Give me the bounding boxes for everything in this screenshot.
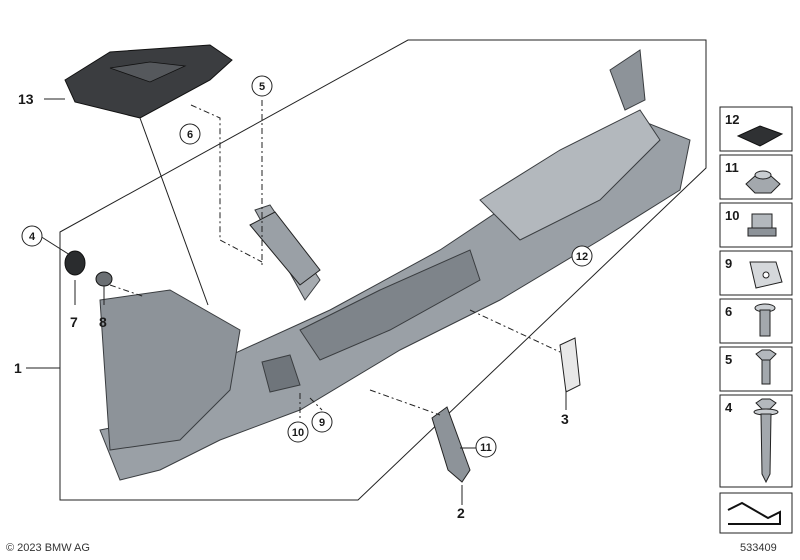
expansion-nut xyxy=(95,271,113,287)
pad-icon xyxy=(736,125,784,147)
legend-item-12: 12 xyxy=(719,106,793,152)
callout-1: 1 xyxy=(14,360,22,376)
svg-text:5: 5 xyxy=(725,352,732,367)
leader-lines xyxy=(26,98,567,505)
svg-text:12: 12 xyxy=(576,251,588,263)
svg-text:11: 11 xyxy=(725,160,739,175)
callout-3: 3 xyxy=(561,411,569,427)
parts-legend: 12 11 10 9 xyxy=(719,106,793,534)
svg-text:5: 5 xyxy=(259,81,265,93)
upper-bracket xyxy=(249,211,321,286)
screw-icon xyxy=(754,303,776,337)
callout-13: 13 xyxy=(18,91,34,107)
circled-callout-11: 11 xyxy=(475,436,497,458)
diagram-symbol-box xyxy=(719,492,793,534)
diagram-id-text: 533409 xyxy=(740,542,777,554)
circled-callout-12: 12 xyxy=(571,245,593,267)
svg-text:6: 6 xyxy=(725,304,732,319)
legend-item-10: 10 xyxy=(719,202,793,248)
legend-item-4: 4 xyxy=(719,394,793,488)
circled-callout-4: 4 xyxy=(21,225,43,247)
callout-7: 7 xyxy=(70,314,78,330)
svg-text:11: 11 xyxy=(480,442,492,454)
svg-text:9: 9 xyxy=(725,256,732,271)
dashed-leader-lines xyxy=(109,100,561,418)
svg-text:4: 4 xyxy=(725,400,733,415)
svg-text:4: 4 xyxy=(29,231,36,243)
rubber-grommet xyxy=(64,250,86,276)
hex-nut-icon xyxy=(745,170,781,194)
copyright-text: © 2023 BMW AG xyxy=(6,542,90,554)
clip-nut-icon xyxy=(747,213,777,237)
svg-text:12: 12 xyxy=(725,112,739,127)
long-screw-icon xyxy=(753,398,779,484)
svg-text:9: 9 xyxy=(319,417,325,429)
circled-callout-10: 10 xyxy=(287,421,309,443)
cross-car-beam xyxy=(99,49,691,481)
circled-callout-9: 9 xyxy=(311,411,333,433)
circled-callout-5: 5 xyxy=(251,75,273,97)
legend-item-11: 11 xyxy=(719,154,793,200)
spring-nut-icon xyxy=(749,261,783,289)
assembly-frame xyxy=(59,39,707,501)
hex-bolt-icon xyxy=(755,349,777,385)
stepped-arrow-icon xyxy=(727,501,781,525)
svg-text:10: 10 xyxy=(725,208,739,223)
svg-text:6: 6 xyxy=(187,129,193,141)
small-bracket xyxy=(559,337,581,393)
legend-item-5: 5 xyxy=(719,346,793,392)
circled-callout-6: 6 xyxy=(179,123,201,145)
legend-item-9: 9 xyxy=(719,250,793,296)
support-bracket xyxy=(431,406,471,483)
legend-item-6: 6 xyxy=(719,298,793,344)
callout-2: 2 xyxy=(457,505,465,521)
callout-8: 8 xyxy=(99,314,107,330)
svg-text:10: 10 xyxy=(292,427,304,439)
